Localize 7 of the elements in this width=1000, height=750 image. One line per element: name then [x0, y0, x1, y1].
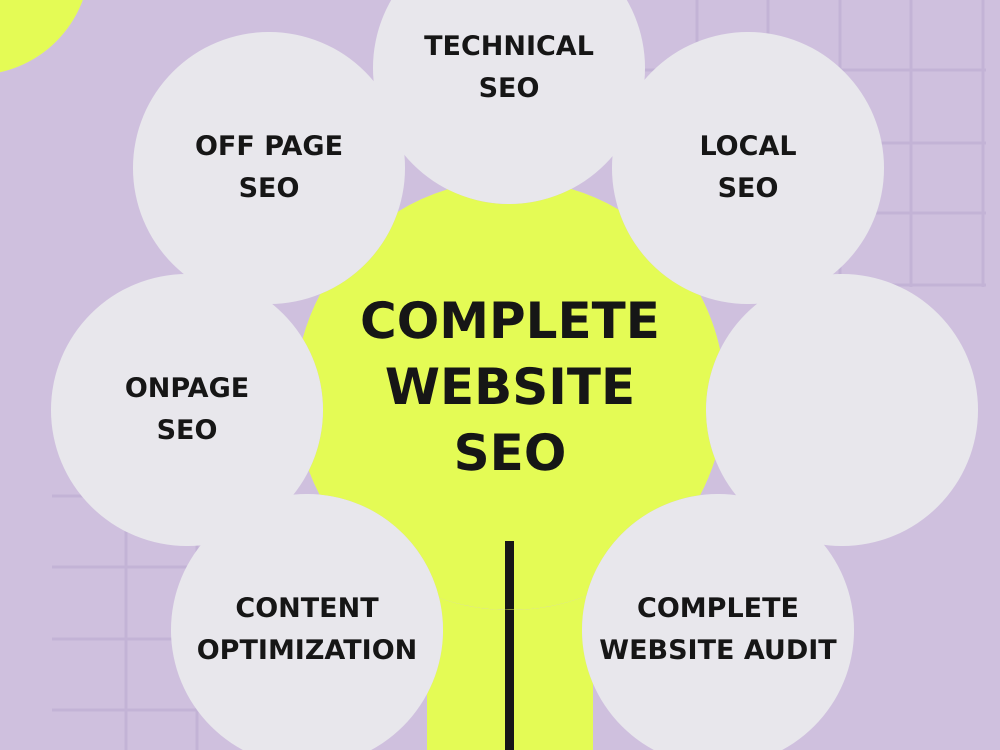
- topic-label: TECHNICAL SEO: [423, 30, 595, 106]
- topic-label: LOCAL SEO: [698, 130, 798, 206]
- main-topic-label: COMPLETE WEBSITE SEO: [359, 291, 661, 484]
- topic-label: OFF PAGE SEO: [194, 130, 344, 206]
- topic-label: ONPAGE SEO: [124, 372, 250, 448]
- topic-label: COMPLETE WEBSITE AUDIT: [598, 592, 838, 668]
- topic-label: CONTENT OPTIMIZATION: [196, 592, 418, 668]
